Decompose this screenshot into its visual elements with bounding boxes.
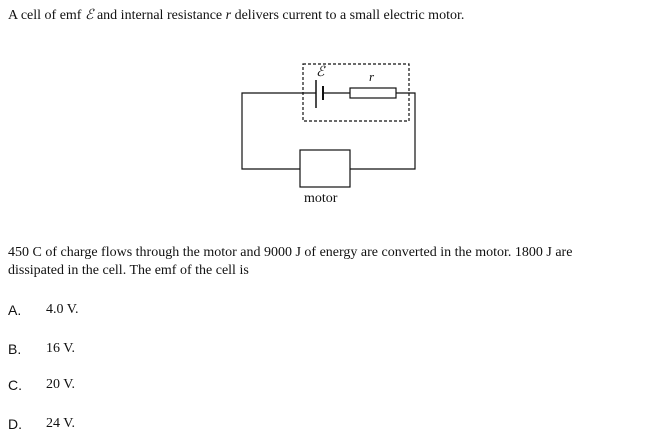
internal-resistor <box>349 87 397 99</box>
wire-right <box>350 92 416 170</box>
resistance-label: r <box>369 69 375 84</box>
wire-left <box>241 92 316 170</box>
motor-box <box>299 149 351 188</box>
intro-text: A cell of emf ℰ and internal resistance … <box>8 8 465 23</box>
r-symbol: r <box>225 8 232 23</box>
motor-label: motor <box>304 191 338 206</box>
question-line-2: dissipated in the cell. The emf of the c… <box>8 263 249 278</box>
question-line-1: 450 C of charge flows through the motor … <box>8 245 573 260</box>
emf-symbol: ℰ <box>84 8 94 23</box>
emf-label: ℰ <box>316 65 325 80</box>
